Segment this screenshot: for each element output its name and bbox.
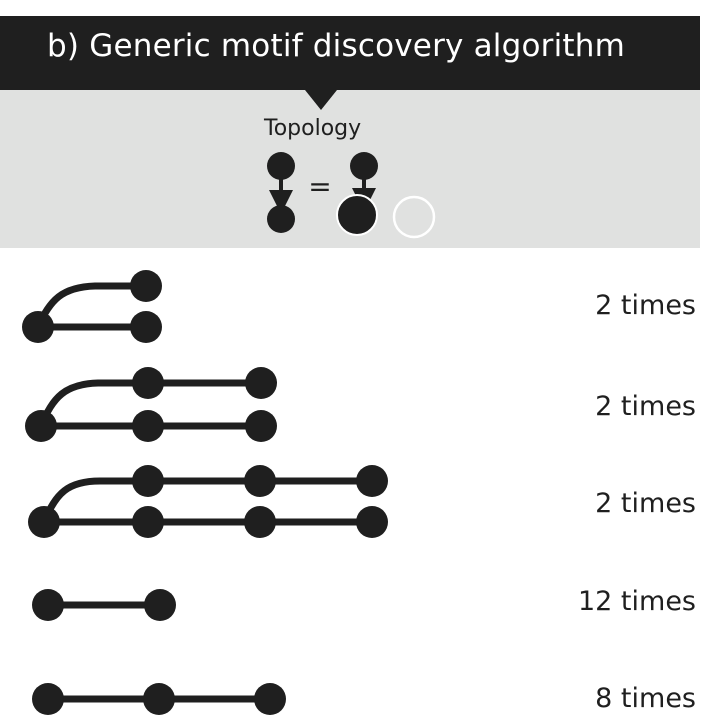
topology-node-right-top: [350, 152, 378, 180]
motif-5-node: [143, 683, 175, 715]
motif-4: [32, 589, 176, 621]
motif-5-node: [254, 683, 286, 715]
motif-5: [32, 683, 286, 715]
motif-1: [22, 270, 162, 343]
motif-3-node: [132, 465, 164, 497]
motif-2-node: [25, 410, 57, 442]
topology-diagram: =: [267, 152, 436, 239]
topology-equals: =: [308, 170, 331, 203]
topology-node-hollow: [392, 195, 436, 239]
topology-node-right-bottom: [336, 194, 378, 236]
motif-2-count: 2 times: [595, 391, 696, 422]
topology-node-left-bottom: [267, 205, 295, 233]
motif-4-count: 12 times: [577, 586, 696, 617]
header-bar: [0, 16, 700, 90]
motif-4-node: [144, 589, 176, 621]
topology-node-left-top: [267, 152, 295, 180]
motif-5-node: [32, 683, 64, 715]
motif-3: [28, 465, 388, 538]
motif-2: [25, 367, 277, 442]
topology-label: Topology: [264, 116, 362, 141]
motif-1-count: 2 times: [595, 290, 696, 321]
motif-3-node: [132, 506, 164, 538]
motif-1-node: [130, 311, 162, 343]
motif-4-node: [32, 589, 64, 621]
motif-1-node: [22, 311, 54, 343]
motif-2-node: [245, 410, 277, 442]
motif-2-edge-curve: [37, 379, 152, 430]
motif-3-node: [28, 506, 60, 538]
header-pointer: [305, 90, 337, 110]
motif-3-node: [244, 465, 276, 497]
motif-3-edge-curve: [40, 477, 152, 526]
motif-2-node: [132, 410, 164, 442]
page-title: b) Generic motif discovery algorithm: [47, 28, 626, 64]
motif-3-count: 2 times: [595, 488, 696, 519]
motif-3-node: [244, 506, 276, 538]
motif-1-node: [130, 270, 162, 302]
motif-2-node: [245, 367, 277, 399]
motif-2-node: [132, 367, 164, 399]
motif-1-edge-curve: [34, 282, 150, 331]
motif-3-node: [356, 506, 388, 538]
motif-3-node: [356, 465, 388, 497]
motif-5-count: 8 times: [595, 683, 696, 714]
